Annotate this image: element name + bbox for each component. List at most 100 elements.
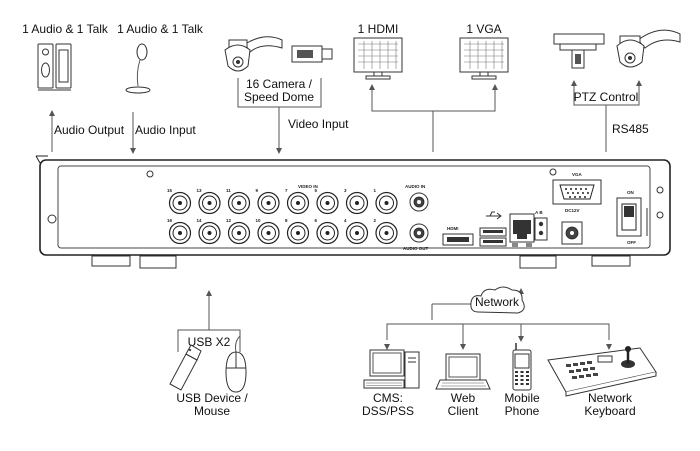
- rs485-port: [534, 217, 548, 241]
- vga-port: [552, 179, 602, 205]
- web-client-label-line1: Web: [451, 391, 476, 405]
- usb-stick-icon: [169, 344, 202, 391]
- audio-out-port: [409, 223, 429, 243]
- dc-in-label: DC12V: [565, 208, 580, 213]
- power-switch-icon: [616, 197, 648, 237]
- audio-input-label: Audio Input: [135, 123, 196, 137]
- audio-output-label: Audio Output: [54, 123, 125, 137]
- network-label: Network: [475, 295, 520, 309]
- bnc-port-number: 11: [226, 188, 231, 193]
- bnc-video-in-port: 3: [344, 188, 369, 215]
- bnc-video-in-port: 6: [315, 218, 339, 245]
- network-keyboard-label-line2: Keyboard: [584, 404, 635, 418]
- network-keyboard-icon: [547, 346, 657, 397]
- bnc-port-number: 7: [285, 188, 288, 193]
- hdmi-port: [442, 233, 474, 246]
- cms-label-line2: DSS/PSS: [362, 404, 414, 418]
- bnc-video-in-port: 14: [197, 218, 221, 245]
- power-off-label: OFF: [627, 240, 636, 245]
- camera-label-line1: 16 Camera /: [246, 77, 313, 91]
- ptz-camera-icon: [616, 29, 681, 68]
- ptz-control-label: PTZ Control: [574, 90, 639, 104]
- monitor-icon: [459, 37, 509, 80]
- bnc-port-number: 6: [315, 218, 318, 223]
- ptz-camera-icon: [553, 33, 605, 69]
- vga-label: 1 VGA: [466, 22, 501, 36]
- speaker-icon: [37, 43, 72, 91]
- web-client-label-line2: Client: [448, 404, 479, 418]
- hdmi-label: 1 HDMI: [358, 22, 399, 36]
- bnc-port-number: 3: [344, 188, 347, 193]
- display-output-arrow: [369, 84, 498, 152]
- bnc-port-number: 15: [167, 188, 173, 193]
- box-camera-icon: [291, 45, 333, 63]
- usb-device-label-line2: Mouse: [194, 404, 230, 418]
- microphone-icon: [125, 43, 151, 94]
- display-bracket-line: [371, 86, 496, 112]
- usb-bracket-line: [177, 329, 241, 352]
- bnc-video-in-port: 1: [374, 188, 398, 215]
- rs485-arrow: [571, 80, 642, 152]
- audio-output-arrow: [49, 110, 55, 152]
- video-input-label: Video Input: [288, 117, 349, 131]
- audio-out-label: AUDIO OUT: [403, 246, 429, 251]
- bnc-port-group: 15 13 11 9 7 5 3 1 16 14 12 10 8 6 4 2: [167, 188, 398, 245]
- bnc-video-in-port: 9: [256, 188, 280, 215]
- bnc-port-number: 16: [167, 218, 173, 223]
- dc-power-port: [561, 221, 583, 245]
- bnc-video-in-port: 8: [285, 218, 310, 245]
- bnc-port-number: 13: [197, 188, 203, 193]
- bnc-port-number: 5: [315, 188, 318, 193]
- camera-label: 16 Camera / Speed Dome: [236, 76, 322, 106]
- speed-dome-camera-icon: [224, 36, 283, 72]
- rs485-label: RS485: [612, 122, 649, 136]
- audio-input-device-label: 1 Audio & 1 Talk: [117, 22, 204, 36]
- cms-label-line1: CMS:: [373, 391, 403, 405]
- power-on-label: ON: [627, 190, 634, 195]
- mobile-phone-icon: [512, 343, 532, 391]
- audio-in-port: [409, 192, 429, 212]
- network-keyboard-label-line1: Network: [588, 391, 633, 405]
- bnc-port-number: 8: [285, 218, 288, 223]
- hdmi-port-label: HDMI: [447, 226, 459, 231]
- network-bracket-line: [386, 323, 610, 340]
- bnc-port-number: 9: [256, 188, 259, 193]
- bnc-port-number: 10: [256, 218, 262, 223]
- usb-x2-label: USB X2: [188, 335, 231, 349]
- desktop-pc-icon: [363, 349, 420, 389]
- laptop-icon: [435, 353, 491, 390]
- bnc-port-number: 1: [374, 188, 377, 193]
- bnc-port-number: 12: [226, 218, 232, 223]
- bnc-video-in-port: 11: [226, 188, 251, 215]
- mouse-icon: [225, 335, 247, 393]
- monitor-icon: [353, 37, 403, 80]
- bnc-video-in-port: 13: [197, 188, 221, 215]
- ethernet-port: [509, 213, 535, 247]
- bnc-port-number: 14: [197, 218, 203, 223]
- bnc-video-in-port: 4: [344, 218, 369, 245]
- video-input-arrow: [276, 107, 282, 154]
- bnc-video-in-port: 12: [226, 218, 251, 245]
- bnc-video-in-port: 15: [167, 188, 192, 215]
- bnc-video-in-port: 5: [315, 188, 339, 215]
- bnc-video-in-port: 10: [256, 218, 280, 245]
- bnc-video-in-port: 7: [285, 188, 310, 215]
- vga-port-label: VGA: [572, 172, 583, 177]
- mobile-phone-label-line1: Mobile: [504, 391, 540, 405]
- audio-output-device-label: 1 Audio & 1 Talk: [22, 22, 109, 36]
- bnc-port-number: 2: [374, 218, 377, 223]
- bnc-port-number: 4: [344, 218, 347, 223]
- usb-port: [479, 211, 507, 247]
- network-cloud-icon: [470, 286, 525, 314]
- usb-arrow: [206, 290, 212, 330]
- bnc-video-in-port: 16: [167, 218, 192, 245]
- video-in-label: VIDEO IN: [298, 184, 318, 189]
- audio-in-label: AUDIO IN: [405, 184, 425, 189]
- usb-device-label-line1: USB Device /: [176, 391, 248, 405]
- rs485-port-label: A B: [535, 210, 543, 215]
- bnc-video-in-port: 2: [374, 218, 398, 245]
- camera-label-line2: Speed Dome: [244, 90, 314, 104]
- mobile-phone-label-line2: Phone: [505, 404, 540, 418]
- audio-input-arrow: [130, 112, 136, 154]
